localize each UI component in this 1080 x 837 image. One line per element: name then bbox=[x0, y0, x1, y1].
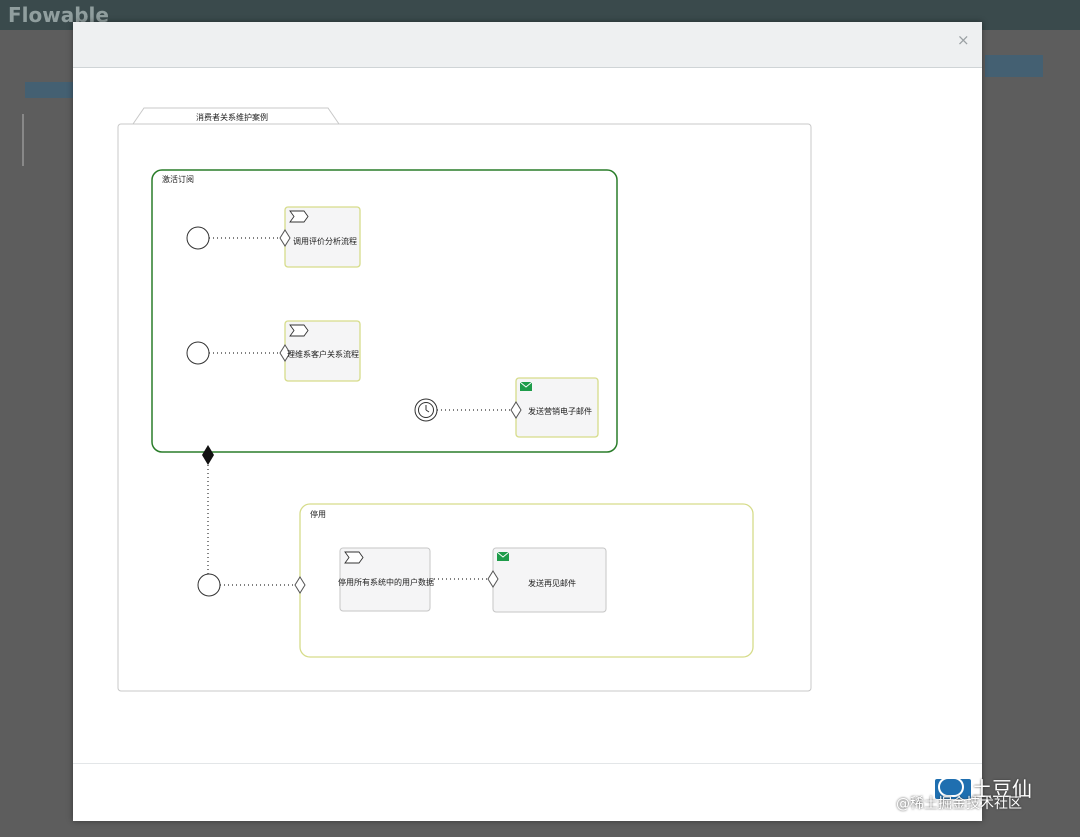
wechat-icon bbox=[938, 777, 964, 797]
modal-header: × bbox=[73, 22, 982, 68]
task-maintain-label: 理维系客户关系流程 bbox=[287, 350, 359, 359]
close-icon[interactable]: × bbox=[957, 31, 970, 49]
task-mail-goodbye-label: 发送再见邮件 bbox=[528, 579, 576, 588]
stage-deactivate-label: 停用 bbox=[310, 510, 326, 519]
diagram-modal: × bbox=[73, 22, 982, 821]
task-mail-marketing-label: 发送营销电子邮件 bbox=[528, 407, 592, 416]
case-plan-model-label: 消费者关系维护案例 bbox=[196, 113, 268, 122]
stage-activate-label: 激活订阅 bbox=[162, 175, 194, 184]
watermark-sub: @稀土掘金技术社区 bbox=[896, 796, 1022, 812]
modal-footer-divider bbox=[73, 763, 982, 764]
watermark-main: 土豆仙 bbox=[972, 777, 1032, 801]
app-left-panel bbox=[22, 114, 76, 166]
task-eval-label: 调用评价分析流程 bbox=[293, 237, 357, 246]
app-right-button[interactable] bbox=[985, 55, 1043, 77]
task-disable-data-label: 停用所有系统中的用户数据 bbox=[338, 578, 434, 587]
app-left-button[interactable] bbox=[25, 82, 75, 98]
